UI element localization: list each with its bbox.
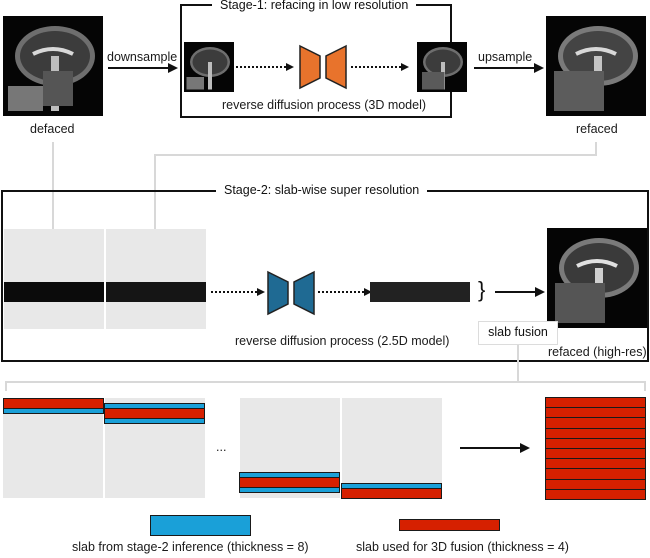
fusion-panel-1	[3, 398, 103, 498]
refaced-highres-label: refaced (high-res)	[548, 345, 647, 359]
brace-symbol: }	[478, 277, 486, 302]
connector-fusion-vertical	[517, 345, 519, 382]
slab-fusion-box: slab fusion	[478, 321, 558, 345]
connector-fusion-right-stub	[644, 381, 646, 391]
defaced-label: defaced	[30, 122, 75, 136]
fused-slab-stack	[545, 397, 646, 500]
stage2-fusion-arrow	[495, 287, 545, 297]
stage1-dotted-arrow-out	[351, 63, 409, 71]
fusion-blue-slab-2-bottom	[104, 418, 205, 424]
legend-red-label: slab used for 3D fusion (thickness = 4)	[356, 540, 569, 554]
fused-stack-slab	[545, 488, 646, 500]
connector-refaced-horizontal	[154, 154, 596, 156]
downsample-label: downsample	[107, 50, 178, 64]
stage2-input-slab-refaced	[106, 282, 206, 302]
downsample-arrow	[108, 63, 178, 73]
mri-sagittal-graphic	[8, 26, 95, 111]
ellipsis-label: ...	[216, 440, 227, 454]
defaced-mri-image	[3, 16, 103, 116]
stage2-dotted-arrow-out	[318, 288, 372, 296]
legend-blue-label: slab from stage-2 inference (thickness =…	[72, 540, 309, 554]
legend-blue-swatch	[150, 515, 251, 536]
stage2-model-label: reverse diffusion process (2.5D model)	[235, 334, 450, 348]
fusion-blue-slab-3-bottom	[239, 487, 340, 493]
stage1-output-lowres-image	[417, 42, 467, 92]
fusion-blue-slab-1	[3, 408, 104, 414]
connector-refaced-stub	[595, 142, 597, 156]
stage2-title: Stage-2: slab-wise super resolution	[216, 183, 428, 197]
stage2-dotted-arrow-in	[211, 288, 265, 296]
fusion-result-arrow	[460, 443, 530, 453]
stage2-input-panel-defaced	[4, 229, 104, 329]
connector-fusion-horizontal	[5, 381, 645, 383]
stage1-input-lowres-image	[184, 42, 234, 92]
connector-defaced	[52, 142, 54, 230]
stage2-output-slab	[370, 282, 470, 302]
refaced-label: refaced	[576, 122, 618, 136]
fusion-red-slab-4	[341, 488, 442, 499]
fusion-panel-4	[342, 398, 442, 498]
stage2-input-panel-refaced	[106, 229, 206, 329]
refaced-highres-mri-image	[547, 228, 647, 328]
connector-fusion-left-stub	[5, 381, 7, 391]
stage1-model-label: reverse diffusion process (3D model)	[222, 98, 427, 112]
stage2-input-slab-defaced	[4, 282, 104, 302]
stage1-3d-model-icon	[299, 44, 347, 90]
stage1-dotted-arrow-in	[236, 63, 294, 71]
upsample-arrow	[474, 63, 544, 73]
stage2-25d-model-icon	[267, 270, 315, 316]
refaced-mri-image	[546, 16, 646, 116]
upsample-label: upsample	[478, 50, 533, 64]
connector-refaced-vertical	[154, 154, 156, 230]
stage1-title: Stage-1: refacing in low resolution	[212, 0, 417, 12]
legend-red-swatch	[399, 519, 500, 531]
